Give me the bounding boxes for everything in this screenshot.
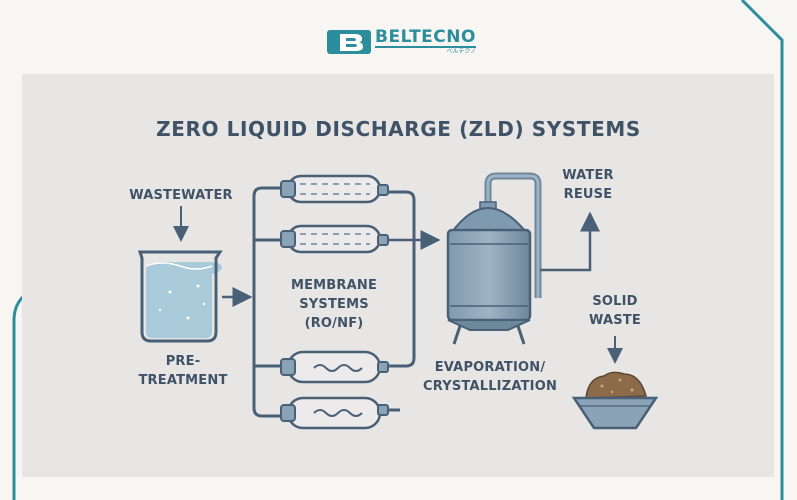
membrane-module-4 <box>280 396 389 430</box>
evaporation-label-line1: EVAPORATION/ <box>434 360 546 375</box>
logo-subtitle: ベルテクノ <box>446 48 476 55</box>
solid-waste-label-line1: SOLID <box>592 294 638 309</box>
solid-waste-label: SOLID WASTE <box>582 292 648 330</box>
pretreatment-beaker-icon <box>137 250 223 343</box>
membrane-module-3 <box>280 350 389 384</box>
membrane-module-1 <box>280 174 389 204</box>
membrane-systems-label: MEMBRANE SYSTEMS (RO/NF) <box>272 276 396 333</box>
membrane-label-line3: (RO/NF) <box>304 316 364 331</box>
water-reuse-label-line1: WATER <box>562 168 614 183</box>
pretreatment-label: PRE- TREATMENT <box>128 352 238 390</box>
membrane-label-line1: MEMBRANE <box>290 278 378 293</box>
water-reuse-label: WATER REUSE <box>556 166 620 204</box>
logo-name: BELTECNO <box>375 27 476 48</box>
inlet-manifold <box>252 186 280 418</box>
pretreatment-label-line2: TREATMENT <box>138 373 228 388</box>
wastewater-label: WASTEWATER <box>129 188 233 203</box>
outlet-manifold <box>388 190 416 412</box>
beltecno-logo: BELTECNO ベルテクノ <box>327 29 476 55</box>
membrane-module-2 <box>280 224 389 254</box>
evaporator-crystallizer-icon <box>446 172 542 345</box>
membrane-label-line2: SYSTEMS <box>299 297 369 312</box>
water-reuse-arrow <box>540 211 600 272</box>
diagram-title: ZERO LIQUID DISCHARGE (ZLD) SYSTEMS <box>156 117 641 141</box>
logo-mark-icon <box>327 30 371 54</box>
solid-waste-bowl-icon <box>571 371 659 430</box>
water-reuse-label-line2: REUSE <box>563 187 613 202</box>
solid-waste-label-line2: WASTE <box>589 313 641 328</box>
pretreatment-label-line1: PRE- <box>165 354 201 369</box>
evaporation-label: EVAPORATION/ CRYSTALLIZATION <box>420 358 560 396</box>
evaporation-label-line2: CRYSTALLIZATION <box>422 379 558 394</box>
